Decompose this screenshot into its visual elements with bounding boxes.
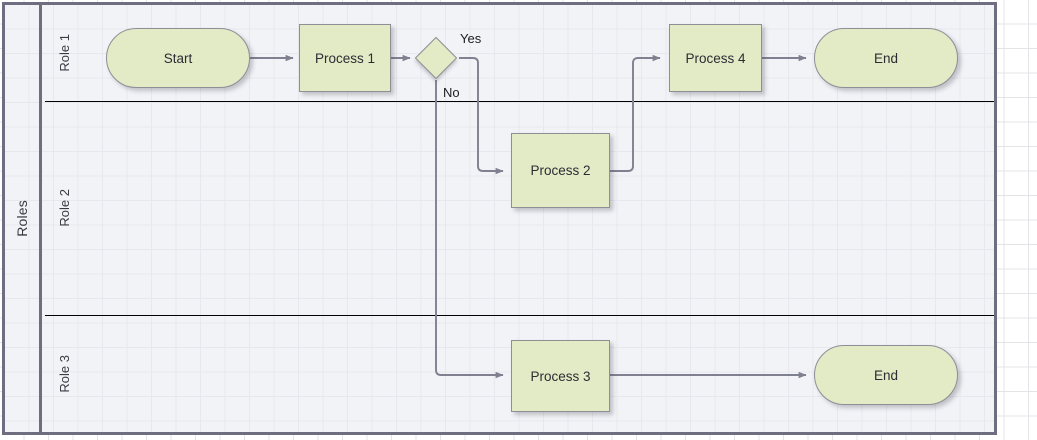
node-end-role-3-label: End <box>873 367 899 383</box>
node-process-4-label: Process 4 <box>685 50 746 66</box>
node-end-role-3[interactable]: End <box>814 345 958 405</box>
lane-label-role-2[interactable]: Role 2 <box>53 101 75 315</box>
node-process-3-label: Process 3 <box>530 368 591 384</box>
node-process-2[interactable]: Process 2 <box>511 133 610 208</box>
pool-title-label: Roles <box>14 200 30 237</box>
edge-label-yes: Yes <box>460 31 482 46</box>
node-process-2-label: Process 2 <box>530 163 591 178</box>
swimlane-pool[interactable]: Roles Role 1 Role 2 Role 3 <box>2 2 997 435</box>
lane-label-role-2-text: Role 2 <box>56 189 72 227</box>
edge-label-no: No <box>443 85 460 100</box>
node-process-3[interactable]: Process 3 <box>511 340 610 412</box>
node-start[interactable]: Start <box>106 28 250 88</box>
node-process-1-label: Process 1 <box>314 50 376 66</box>
node-end-role-1-label: End <box>873 50 899 66</box>
lane-divider-1 <box>45 101 994 102</box>
lane-label-role-3-text: Role 3 <box>56 354 72 393</box>
node-process-4[interactable]: Process 4 <box>669 24 762 92</box>
lane-label-role-3[interactable]: Role 3 <box>53 315 75 432</box>
node-start-label: Start <box>163 50 193 66</box>
lane-divider-2 <box>45 315 994 316</box>
lane-label-role-1[interactable]: Role 1 <box>53 5 75 101</box>
lane-label-role-1-text: Role 1 <box>56 34 72 72</box>
pool-title-band[interactable]: Roles <box>5 5 42 432</box>
node-process-1[interactable]: Process 1 <box>299 24 391 92</box>
node-end-role-1[interactable]: End <box>814 28 958 88</box>
